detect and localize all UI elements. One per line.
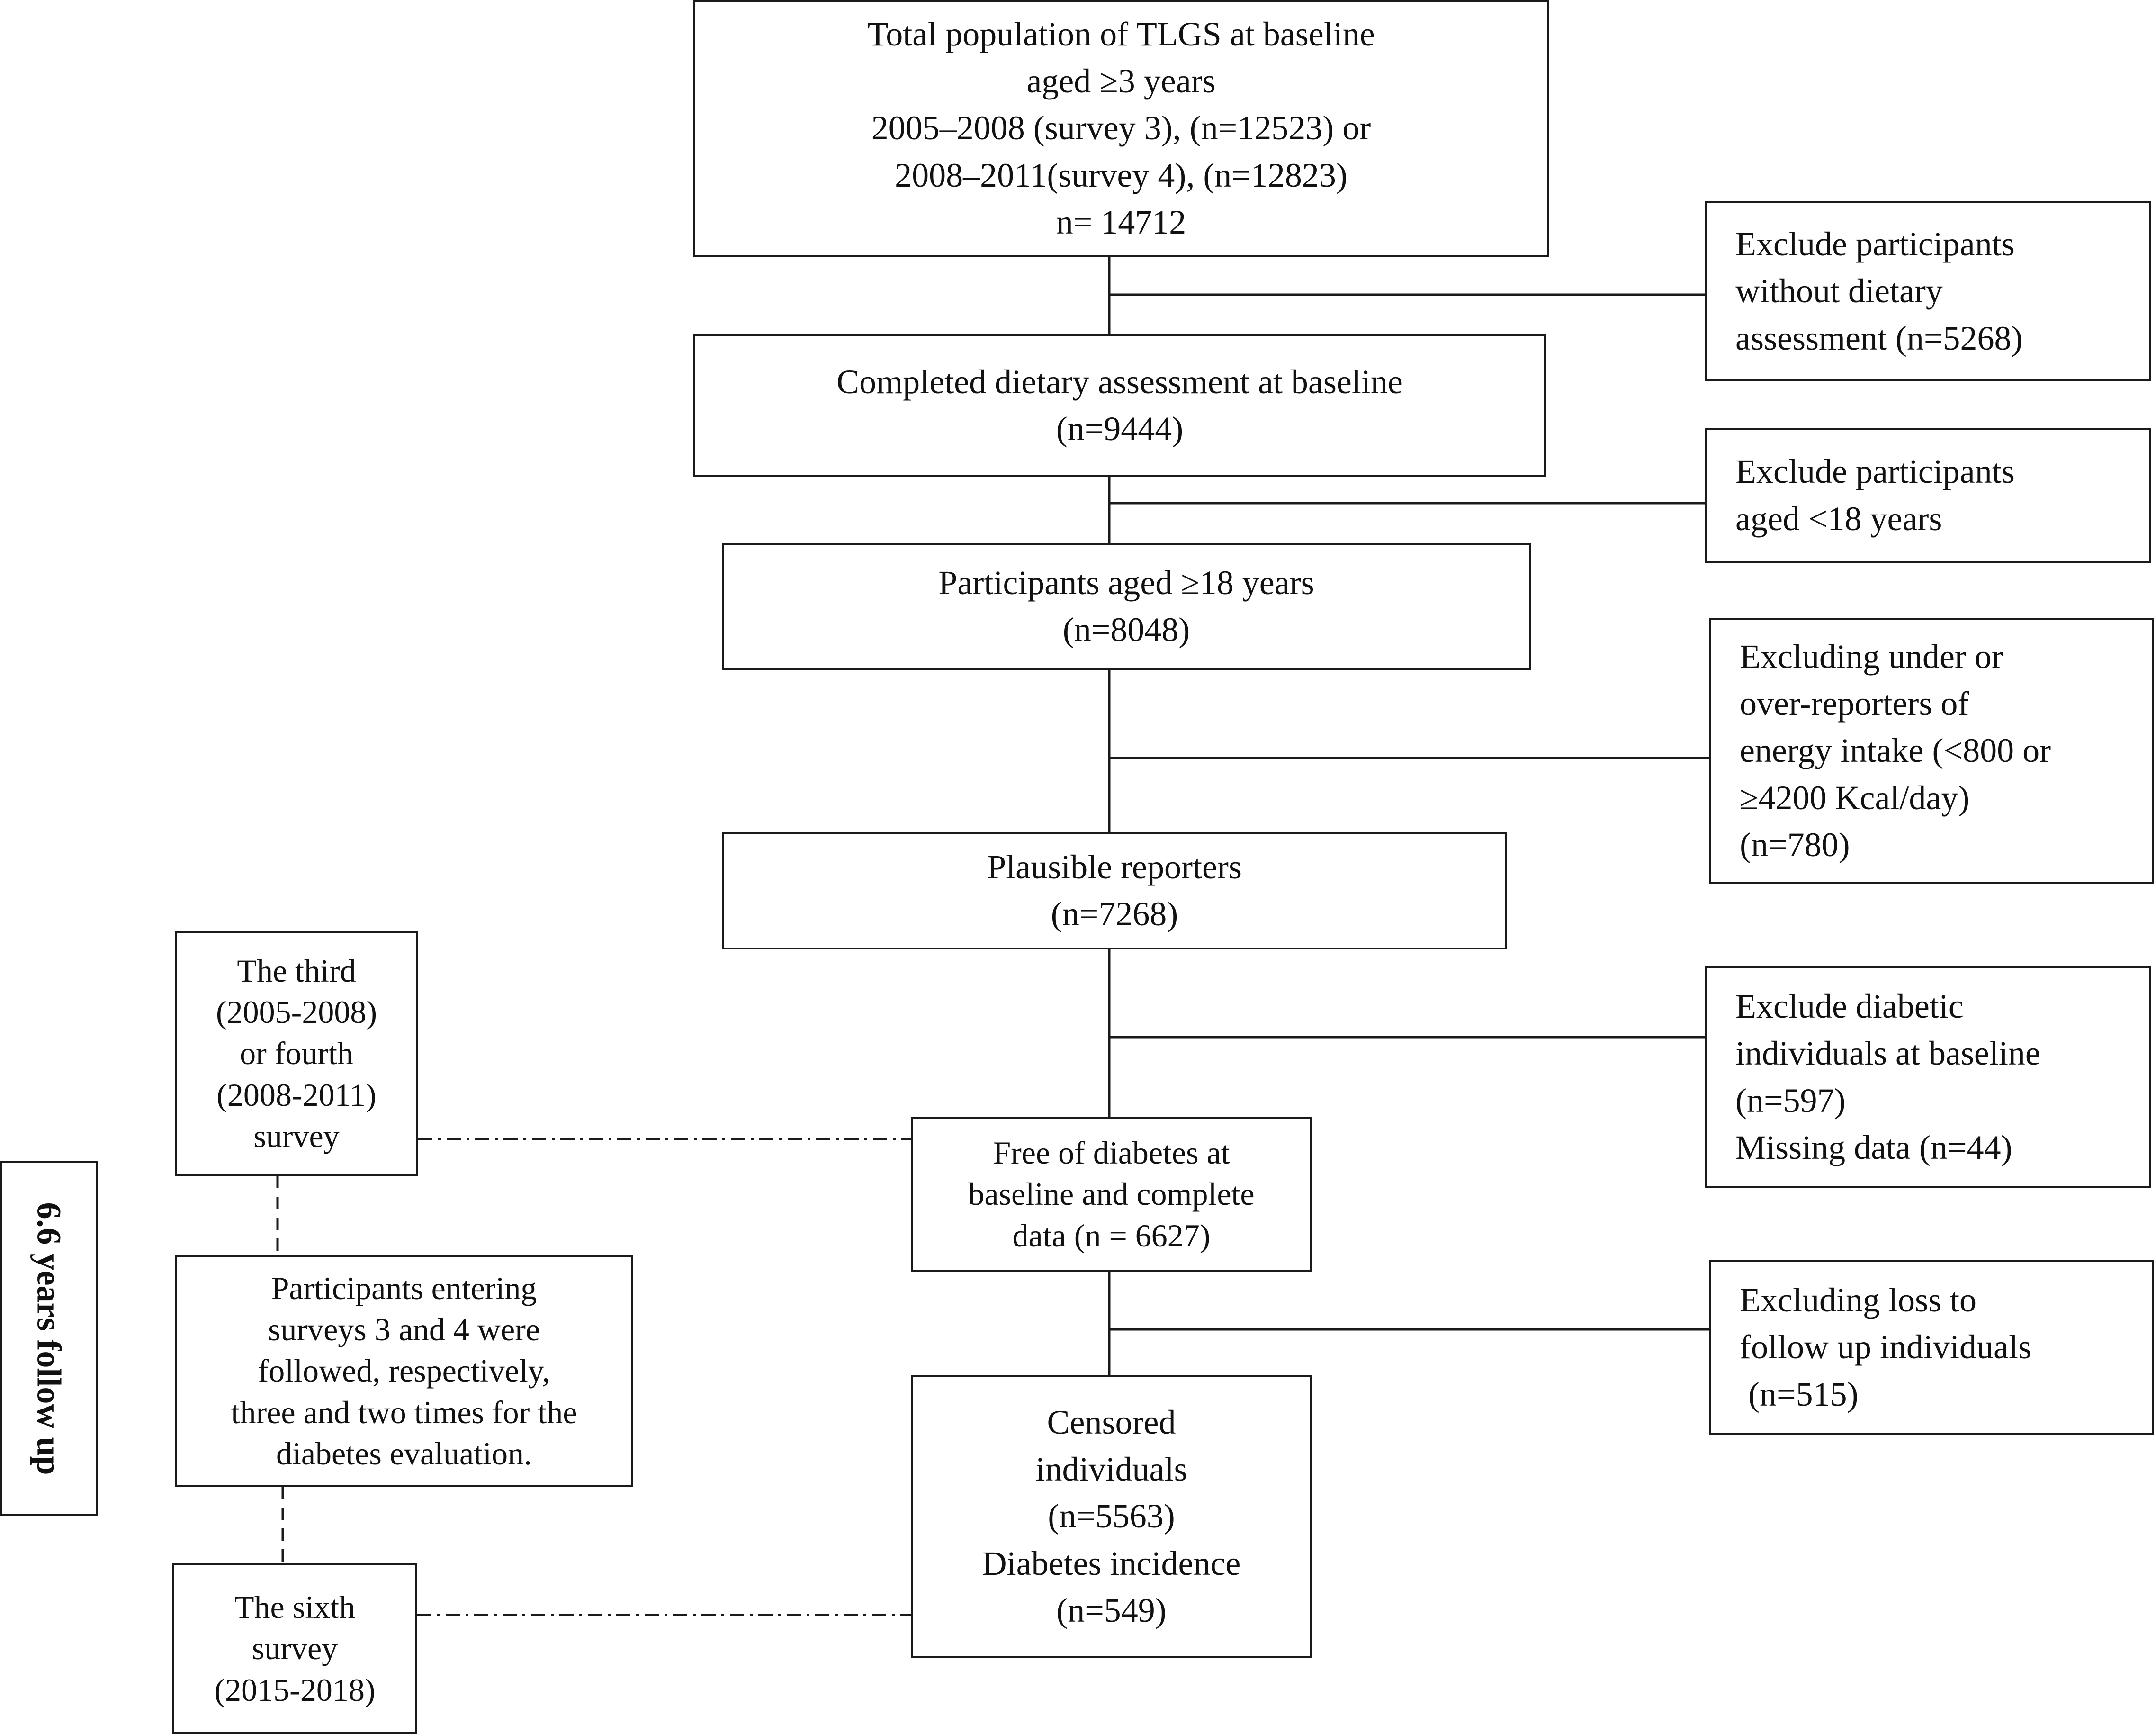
box-line: baseline and complete bbox=[968, 1176, 1255, 1212]
box-line: follow up individuals bbox=[1740, 1328, 2031, 1366]
box-line: The third bbox=[237, 953, 356, 989]
box-line: over-reporters of bbox=[1740, 684, 1969, 722]
box-line: Total population of TLGS at baseline bbox=[867, 15, 1375, 53]
box-line: Completed dietary assessment at baseline bbox=[836, 362, 1403, 401]
box-line: (n=5563) bbox=[1048, 1497, 1175, 1535]
box-line: Excluding loss to bbox=[1740, 1281, 1976, 1319]
box-line: individuals at baseline bbox=[1735, 1034, 2040, 1073]
box-censored: Censored individuals (n=5563) Diabetes i… bbox=[911, 1375, 1312, 1658]
box-line: n= 14712 bbox=[1056, 203, 1186, 242]
box-line: The sixth bbox=[234, 1589, 355, 1626]
box-line: Exclude diabetic bbox=[1735, 987, 1964, 1025]
box-line: three and two times for the bbox=[231, 1394, 577, 1430]
box-line: 2008–2011(survey 4), (n=12823) bbox=[895, 156, 1348, 194]
box-line: assessment (n=5268) bbox=[1735, 319, 2023, 357]
box-followed-description: Participants entering surveys 3 and 4 we… bbox=[175, 1255, 633, 1487]
box-line: surveys 3 and 4 were bbox=[268, 1311, 540, 1348]
box-line: energy intake (<800 or bbox=[1740, 732, 2051, 770]
box-line: Excluding under or bbox=[1740, 637, 2003, 676]
box-line: (2008-2011) bbox=[216, 1076, 377, 1113]
box-total-population: Total population of TLGS at baseline age… bbox=[693, 0, 1549, 257]
box-exclude-reporters: Excluding under or over-reporters of ene… bbox=[1709, 618, 2154, 884]
box-free-of-diabetes: Free of diabetes at baseline and complet… bbox=[911, 1117, 1312, 1272]
box-line: (2005-2008) bbox=[216, 994, 377, 1030]
box-line: diabetes evaluation. bbox=[276, 1435, 532, 1472]
box-line: survey bbox=[253, 1118, 340, 1154]
box-line: (n=549) bbox=[1056, 1591, 1167, 1630]
box-line: (n=597) bbox=[1735, 1081, 1846, 1120]
box-line: followed, respectively, bbox=[258, 1353, 550, 1389]
box-line: Diabetes incidence bbox=[982, 1544, 1241, 1582]
box-line: Exclude participants bbox=[1735, 452, 2015, 491]
box-exclude-no-diet: Exclude participants without dietary ass… bbox=[1705, 201, 2151, 381]
box-exclude-loss: Excluding loss to follow up individuals … bbox=[1709, 1260, 2154, 1435]
box-line: (n=8048) bbox=[1062, 611, 1190, 649]
box-line: Free of diabetes at bbox=[993, 1135, 1230, 1171]
box-exclude-diabetic: Exclude diabetic individuals at baseline… bbox=[1705, 966, 2151, 1188]
box-line: (2015-2018) bbox=[214, 1671, 376, 1708]
box-line: Exclude participants bbox=[1735, 225, 2015, 263]
box-line: (n=780) bbox=[1740, 826, 1850, 864]
box-line: Censored bbox=[1047, 1403, 1176, 1441]
follow-up-label: 6.6 years follow up bbox=[0, 1161, 98, 1516]
box-sixth-survey: The sixth survey (2015-2018) bbox=[172, 1563, 417, 1734]
box-dietary-assessment: Completed dietary assessment at baseline… bbox=[693, 334, 1546, 477]
box-line: (n=515) bbox=[1740, 1375, 1859, 1413]
box-line: Participants aged ≥18 years bbox=[938, 563, 1314, 602]
box-exclude-under-18: Exclude participants aged <18 years bbox=[1705, 428, 2151, 563]
box-aged-18: Participants aged ≥18 years (n=8048) bbox=[722, 543, 1531, 670]
box-line: aged ≥3 years bbox=[1026, 62, 1216, 100]
box-line: Plausible reporters bbox=[987, 848, 1242, 886]
box-line: Missing data (n=44) bbox=[1735, 1128, 2012, 1166]
box-line: ≥4200 Kcal/day) bbox=[1740, 778, 1970, 817]
box-line: (n=7268) bbox=[1051, 895, 1178, 933]
box-third-fourth-survey: The third (2005-2008) or fourth (2008-20… bbox=[175, 931, 418, 1176]
box-line: (n=9444) bbox=[1056, 410, 1184, 448]
box-line: or fourth bbox=[240, 1035, 353, 1072]
follow-up-label-text: 6.6 years follow up bbox=[30, 1202, 68, 1475]
box-plausible-reporters: Plausible reporters (n=7268) bbox=[722, 832, 1507, 949]
box-line: survey bbox=[252, 1630, 338, 1667]
box-line: 2005–2008 (survey 3), (n=12523) or bbox=[871, 109, 1371, 147]
box-line: data (n = 6627) bbox=[1012, 1217, 1211, 1254]
box-line: individuals bbox=[1035, 1450, 1187, 1488]
box-line: Participants entering bbox=[271, 1270, 537, 1307]
box-line: aged <18 years bbox=[1735, 499, 1942, 538]
box-line: without dietary bbox=[1735, 272, 1943, 310]
